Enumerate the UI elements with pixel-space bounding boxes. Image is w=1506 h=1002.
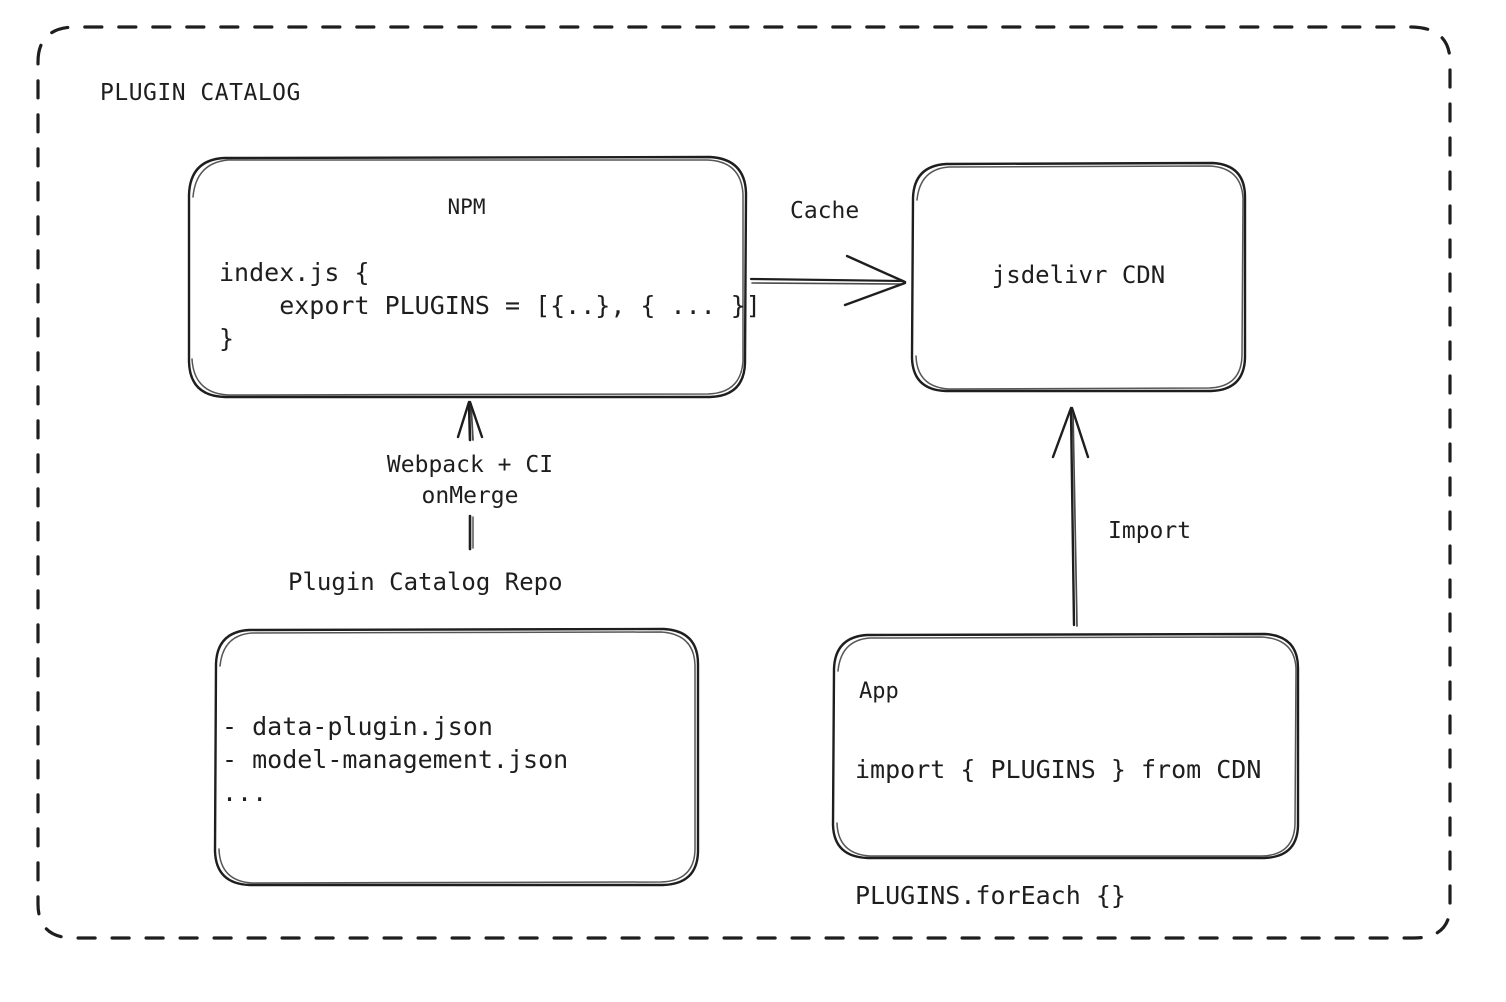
- group-title: PLUGIN CATALOG: [100, 80, 301, 106]
- import-arrow: [1051, 406, 1090, 627]
- npm-box-title: NPM: [447, 195, 486, 219]
- cdn-box-title: jsdelivr CDN: [991, 261, 1166, 289]
- cache-edge-label: Cache: [790, 198, 860, 224]
- npm-box-code: index.js { export PLUGINS = [{..}, { ...…: [219, 258, 761, 353]
- app-box-title: App: [859, 679, 899, 704]
- import-edge-label: Import: [1108, 518, 1192, 544]
- app-box-code: import { PLUGINS } from CDN PLUGINS.forE…: [855, 755, 1262, 910]
- repo-box-caption: Plugin Catalog Repo: [288, 568, 563, 596]
- repo-box-file-list: - data-plugin.json - model-management.js…: [222, 712, 569, 807]
- build-edge-label: Webpack + CI onMerge: [386, 452, 554, 509]
- cache-arrow: [749, 254, 907, 307]
